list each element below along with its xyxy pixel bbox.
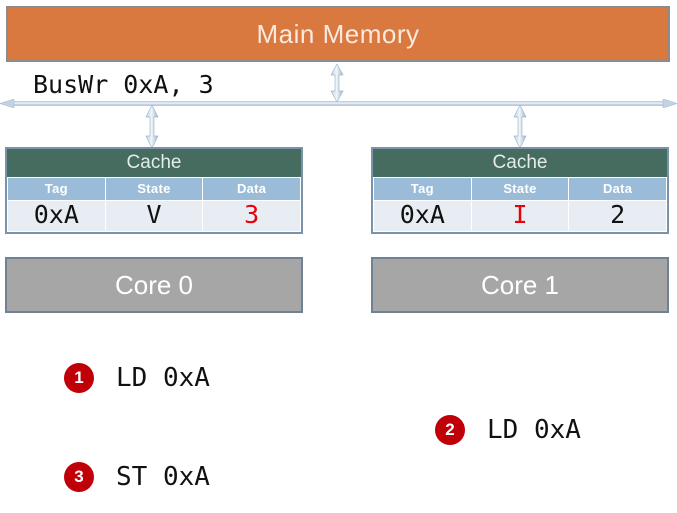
- cache0-header-tag: Tag: [7, 177, 106, 201]
- cache-block-core1: Cache Tag State Data 0xA I 2: [371, 147, 669, 235]
- step-3-badge-icon: 3: [64, 462, 94, 492]
- main-memory-block: Main Memory: [6, 6, 670, 62]
- cache1-header-data: Data: [568, 177, 667, 201]
- cache0-header-row: Tag State Data: [7, 177, 301, 201]
- main-memory-label: Main Memory: [256, 18, 420, 49]
- bus-line: [0, 99, 677, 108]
- step-1-instruction: LD 0xA: [116, 363, 210, 393]
- cache1-header-tag: Tag: [373, 177, 472, 201]
- cache1-cell-data: 2: [568, 199, 667, 233]
- cache1-title: Cache: [373, 149, 667, 177]
- cache0-cell-data: 3: [202, 199, 301, 233]
- cache0-table: Tag State Data 0xA V 3: [7, 177, 301, 233]
- cache1-bus-connector-arrow: [513, 105, 527, 148]
- cache1-header-row: Tag State Data: [373, 177, 667, 201]
- memory-bus-connector-arrow: [330, 64, 344, 102]
- cache1-data-row: 0xA I 2: [373, 199, 667, 233]
- cache1-cell-tag: 0xA: [373, 199, 472, 233]
- step-item-3: 3 ST 0xA: [64, 462, 210, 492]
- core-0-label: Core 0: [114, 269, 194, 300]
- cache0-header-data: Data: [202, 177, 301, 201]
- cache0-cell-tag: 0xA: [7, 199, 106, 233]
- cache0-data-row: 0xA V 3: [7, 199, 301, 233]
- cache0-title: Cache: [7, 149, 301, 177]
- cache1-cell-state: I: [470, 199, 570, 233]
- cache0-cell-state: V: [104, 199, 204, 233]
- step-1-badge-icon: 1: [64, 363, 94, 393]
- step-3-instruction: ST 0xA: [116, 462, 210, 492]
- cache0-bus-connector-arrow: [145, 105, 159, 148]
- step-item-1: 1 LD 0xA: [64, 363, 210, 393]
- cache1-table: Tag State Data 0xA I 2: [373, 177, 667, 233]
- cache-block-core0: Cache Tag State Data 0xA V 3: [5, 147, 303, 235]
- cache0-header-state: State: [104, 177, 204, 201]
- step-2-instruction: LD 0xA: [487, 415, 581, 445]
- step-2-badge-icon: 2: [435, 415, 465, 445]
- bus-transaction-label: BusWr 0xA, 3: [33, 70, 214, 99]
- step-item-2: 2 LD 0xA: [435, 415, 581, 445]
- cache1-header-state: State: [470, 177, 570, 201]
- core-1-label: Core 1: [480, 269, 560, 300]
- core-block-1: Core 1: [371, 257, 669, 313]
- core-block-0: Core 0: [5, 257, 303, 313]
